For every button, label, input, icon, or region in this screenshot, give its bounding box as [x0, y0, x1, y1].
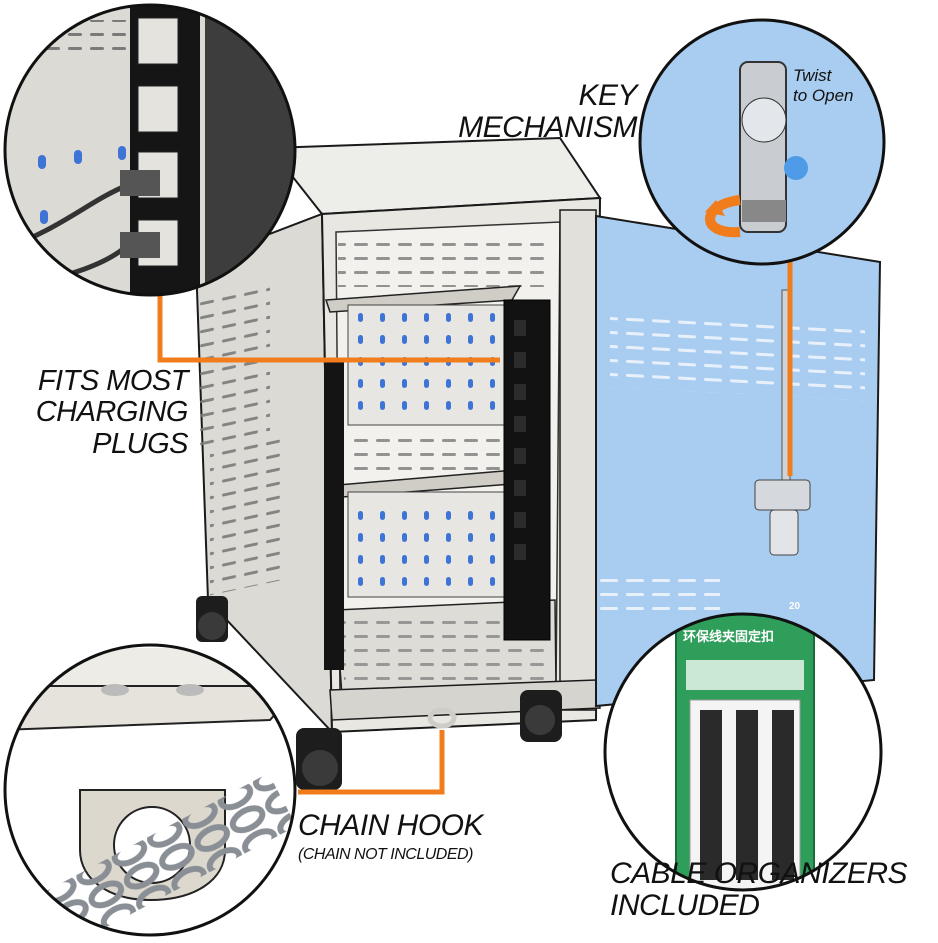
cabinet-body [194, 136, 602, 735]
chain-note-label: (CHAIN NOT INCLUDED) [298, 846, 473, 863]
twist-to-open-label: Twist to Open [793, 66, 854, 105]
cabinet-door [595, 214, 882, 708]
detail-chain-hook [5, 645, 295, 935]
detail-key-lock [640, 20, 884, 264]
chain-hook-label: CHAIN HOOK [298, 809, 484, 842]
key-mechanism-label: KEY MECHANISM [458, 79, 637, 145]
fits-plugs-label: FITS MOST CHARGING PLUGS [35, 365, 189, 460]
package-count-badge: 20 [789, 601, 801, 612]
package-title: 环保线夹固定扣 [683, 630, 775, 645]
detail-cable-organizers [605, 614, 881, 890]
cable-organizers-label: CABLE ORGANIZERS INCLUDED [610, 857, 908, 923]
callout-lines [157, 262, 793, 795]
casters [196, 596, 562, 790]
